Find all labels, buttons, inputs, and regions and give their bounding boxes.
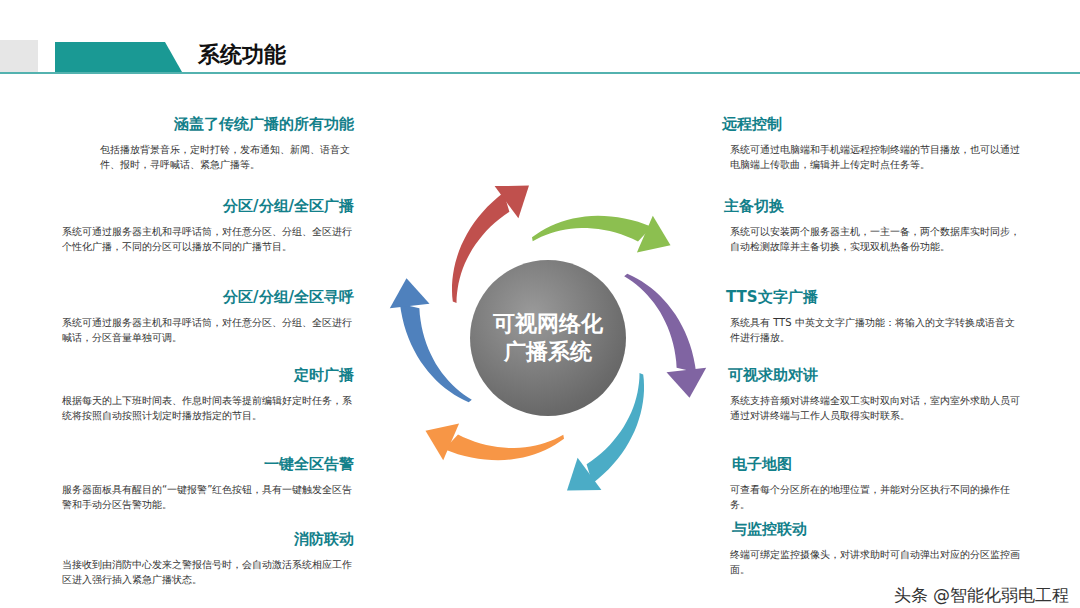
feature-description: 根据每天的上下班时间表、作息时间表等提前编辑好定时任务，系统将按照自动按照计划定… <box>62 393 354 423</box>
feature-heading: 分区/分组/全区寻呼 <box>223 288 354 306</box>
feature-description: 服务器面板具有醒目的“一键报警”红色按钮，具有一键触发全区告警和手动分区告警功能… <box>62 482 354 512</box>
feature-description: 系统可通过服务器主机和寻呼话筒，对任意分区、分组、全区进行喊话，分区音量单独可调… <box>62 315 354 345</box>
feature-heading: 可视求助对讲 <box>728 366 818 384</box>
feature-description: 包括播放背景音乐，定时打铃，发布通知、新闻、语音文件、报时，寻呼喊话、紧急广播等… <box>100 142 352 172</box>
feature-description: 当接收到由消防中心发来之警报信号时，会自动激活系统相应工作区进入强行插入紧急广播… <box>62 557 354 587</box>
feature-description: 系统支持音频对讲终端全双工实时双向对话，室内室外求助人员可通过对讲终端与工作人员… <box>730 393 1022 423</box>
feature-heading: 一键全区告警 <box>264 455 354 473</box>
arrow-body <box>532 216 652 242</box>
feature-heading: 主备切换 <box>724 197 784 215</box>
feature-description: 系统具有 TTS 中英文文字广播功能：将输入的文字转换成语音文件进行播放。 <box>730 315 1022 345</box>
arrow-head <box>667 368 707 398</box>
feature-description: 系统可通过电脑端和手机端远程控制终端的节目播放，也可以通过电脑端上传歌曲，编辑并… <box>730 142 1022 172</box>
header-bar <box>55 42 182 72</box>
feature-description: 系统可以安装两个服务器主机，一主一备，两个数据库实时同步，自动检测故障并主备切换… <box>730 224 1022 254</box>
feature-heading: 与监控联动 <box>732 520 807 538</box>
watermark: 头条 @智能化弱电工程 <box>891 584 1072 607</box>
header-grey-block <box>0 40 38 72</box>
feature-heading: 涵盖了传统广播的所有功能 <box>174 115 354 133</box>
arrow-body <box>400 304 472 402</box>
arrow-body <box>624 274 696 372</box>
feature-heading: TTS文字广播 <box>726 288 818 306</box>
header-line <box>0 72 1080 74</box>
feature-heading: 定时广播 <box>294 366 354 384</box>
feature-description: 可查看每个分区所在的地理位置，并能对分区执行不同的操作任务。 <box>730 482 1022 512</box>
center-title: 可视网络化广播系统 <box>492 310 604 366</box>
page-title: 系统功能 <box>198 40 286 70</box>
arrow-body <box>444 435 564 461</box>
feature-description: 系统可通过服务器主机和寻呼话筒，对任意分区、分组、全区进行个性化广播，不同的分区… <box>62 224 354 254</box>
arrow-head <box>567 458 601 491</box>
feature-heading: 远程控制 <box>722 115 782 133</box>
feature-heading: 分区/分组/全区广播 <box>223 197 354 215</box>
arrow-head <box>390 278 430 308</box>
arrow-head <box>426 424 460 461</box>
swirl-arrows <box>390 186 706 491</box>
center-circle: 可视网络化广播系统 <box>470 260 626 416</box>
feature-heading: 消防联动 <box>294 530 354 548</box>
feature-description: 终端可绑定监控摄像头，对讲求助时可自动弹出对应的分区监控画面。 <box>730 547 1022 577</box>
arrow-head <box>495 186 529 219</box>
arrow-head <box>637 216 671 253</box>
feature-heading: 电子地图 <box>732 455 792 473</box>
